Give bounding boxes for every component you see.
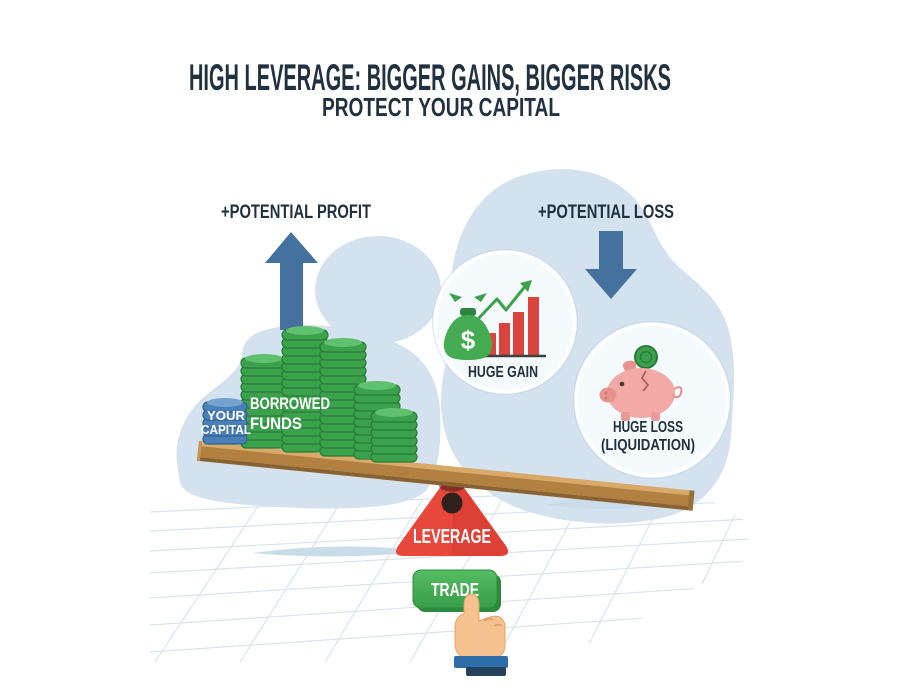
cursor-sleeve (466, 667, 506, 676)
huge-loss-label-line2: (LIQUIDATION) (601, 437, 695, 454)
piggy-bank-icon (599, 345, 683, 421)
leverage-fulcrum: LEVERAGE (396, 473, 508, 556)
header: HIGH LEVERAGE: BIGGER GAINS, BIGGER RISK… (189, 57, 671, 122)
trade-button[interactable]: TRADE (412, 569, 501, 612)
borrowed-funds-label-line2: FUNDS (250, 414, 302, 433)
potential-loss-label: +POTENTIAL LOSS (538, 202, 674, 223)
up-arrow-icon (265, 232, 318, 330)
potential-profit-section: +POTENTIAL PROFIT (221, 202, 371, 330)
fulcrum-shade (452, 473, 508, 556)
your-capital-label-line2: CAPITAL (201, 422, 251, 437)
dollar-symbol: $ (461, 325, 476, 355)
huge-gain-label: HUGE GAIN (468, 364, 538, 381)
huge-loss-bubble: HUGE LOSS (LIQUIDATION) (573, 321, 731, 479)
cursor-cuff (454, 656, 508, 668)
borrowed-funds-coin-stacks (240, 326, 418, 463)
cursor-hand-icon (454, 593, 508, 676)
your-capital-coin-stack (202, 398, 248, 445)
page-title: HIGH LEVERAGE: BIGGER GAINS, BIGGER RISK… (189, 57, 671, 98)
potential-loss-section: +POTENTIAL LOSS (538, 202, 674, 299)
blob-behind-up-arrow (315, 236, 441, 344)
floor-shadow-left (252, 546, 425, 557)
borrowed-funds-label-line1: BORROWED (250, 394, 330, 413)
fulcrum-pivot-hole (441, 492, 463, 514)
huge-gain-bubble: $ HUGE GAIN (432, 249, 578, 395)
your-capital-label-line1: YOUR (207, 408, 246, 423)
money-bag-icon: $ (443, 293, 493, 360)
huge-loss-label-line1: HUGE LOSS (613, 419, 683, 436)
page-subtitle: PROTECT YOUR CAPITAL (322, 92, 560, 122)
potential-profit-label: +POTENTIAL PROFIT (221, 202, 371, 223)
leverage-label: LEVERAGE (413, 526, 491, 548)
down-arrow-icon (585, 231, 637, 299)
fulcrum-triangle (396, 474, 508, 556)
